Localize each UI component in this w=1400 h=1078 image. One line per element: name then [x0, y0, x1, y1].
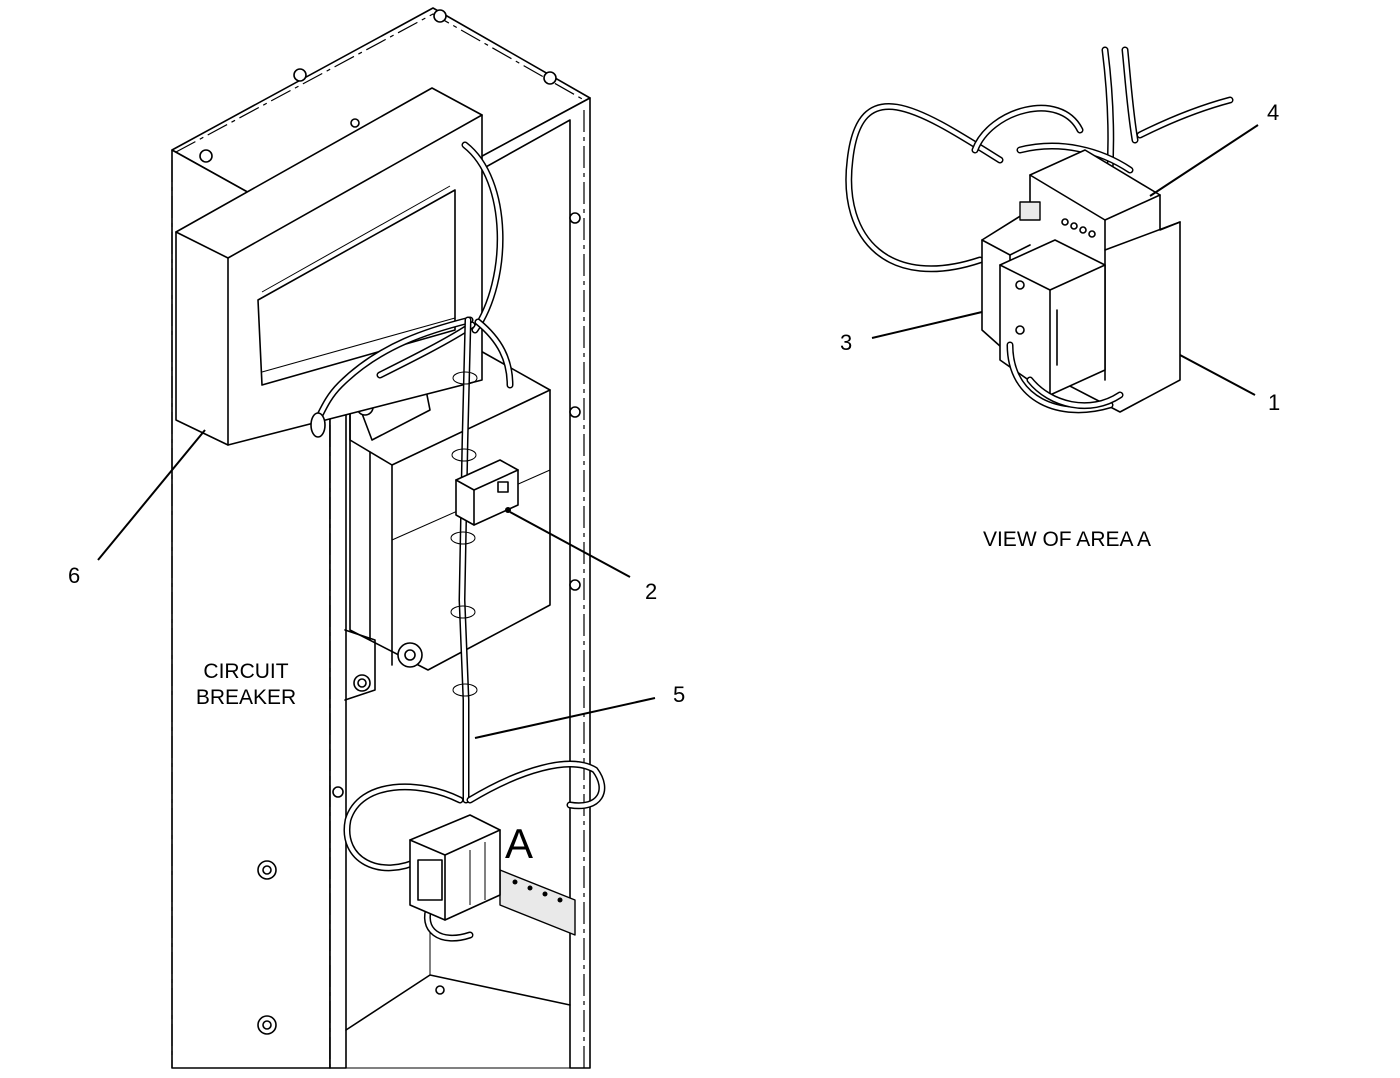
circuit-breaker-label-line1: CIRCUIT	[203, 660, 288, 683]
view-caption: VIEW OF AREA A	[983, 528, 1151, 551]
callout-6: 6	[68, 563, 80, 588]
relay-assembly-small	[409, 814, 501, 921]
wiring	[310, 141, 606, 942]
callout-3: 3	[840, 330, 852, 355]
area-marker-label: A	[505, 820, 533, 867]
leader-lines	[97, 124, 1259, 739]
callout-2: 2	[645, 579, 657, 604]
leader-2	[509, 511, 631, 578]
current-transformer-box	[175, 87, 483, 446]
leader-4	[1149, 124, 1259, 197]
leader-5	[474, 697, 656, 739]
callout-1: 1	[1268, 390, 1280, 415]
callout-5: 5	[673, 682, 685, 707]
sensor-module	[455, 459, 519, 526]
leader-1	[1179, 354, 1256, 396]
leader-6	[97, 429, 206, 561]
detail-view-area-a	[845, 46, 1234, 414]
circuit-breaker-label-line2: BREAKER	[196, 686, 296, 709]
text-labels: CIRCUIT BREAKER A VIEW OF AREA A	[196, 528, 1151, 867]
callout-4: 4	[1267, 100, 1279, 125]
callout-numbers: 1 2 3 4 5 6	[68, 100, 1280, 707]
leader-3	[871, 311, 983, 339]
